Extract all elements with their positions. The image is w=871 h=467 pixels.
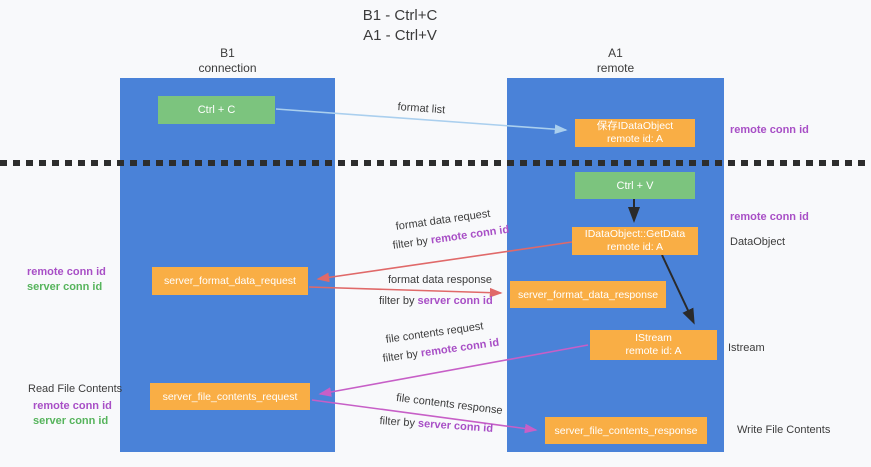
dataobject-annotation: DataObject (730, 236, 786, 248)
istream-line1: IStream (635, 331, 672, 344)
save-dataobject-node: 保存IDataObject remote id: A (575, 119, 695, 147)
save-dataobject-line1: 保存IDataObject (596, 119, 674, 132)
filter-by-text: filter by (379, 295, 418, 307)
ctrl-c-node: Ctrl + C (158, 96, 275, 124)
istream-node: IStream remote id: A (590, 330, 717, 360)
file-request-label: server_file_contents_request (162, 390, 298, 403)
filter-by-text: filter by (392, 234, 432, 252)
filter-by-text: filter by (379, 415, 419, 430)
filter-by-text: filter by (382, 347, 422, 365)
server-conn-id-text: server conn id (417, 417, 494, 435)
format-list-label: format list (397, 101, 446, 117)
format-response-node: server_format_data_response (510, 281, 666, 308)
format-response-filter-label: filter by server conn id (379, 295, 493, 307)
right-remote-conn-id-2: remote conn id (730, 211, 809, 223)
file-response-node: server_file_contents_response (545, 417, 707, 444)
getdata-node: IDataObject::GetData remote id: A (572, 227, 698, 255)
write-file-contents-annotation: Write File Contents (737, 424, 831, 436)
format-data-response-label: format data response (388, 274, 492, 286)
format-request-node: server_format_data_request (152, 267, 308, 295)
phase-divider-dashed-line (0, 160, 871, 166)
right-remote-conn-id-1: remote conn id (730, 124, 809, 136)
remote-conn-id-text: remote conn id (430, 223, 510, 247)
server-conn-id-text: server conn id (417, 295, 493, 307)
right-lane-header: A1 remote (507, 46, 724, 76)
right-lane-title: A1 (608, 46, 623, 60)
file-contents-response-label: file contents response (395, 392, 504, 417)
title-line-2: A1 - Ctrl+V (363, 26, 437, 44)
ctrl-c-label: Ctrl + C (197, 104, 236, 116)
format-response-arrow (308, 286, 503, 298)
left-remote-conn-id-1: remote conn id (27, 266, 106, 278)
left-server-conn-id-2: server conn id (33, 415, 109, 427)
remote-conn-id-text: remote conn id (420, 336, 500, 360)
format-response-label: server_format_data_response (517, 288, 659, 301)
getdata-line1: IDataObject::GetData (584, 227, 686, 240)
istream-annotation: Istream (728, 342, 765, 354)
left-lane-header: B1 connection (120, 46, 335, 76)
save-dataobject-line2: remote id: A (606, 133, 664, 145)
right-lane-subtitle: remote (596, 61, 635, 75)
left-remote-conn-id-2: remote conn id (33, 400, 112, 412)
file-request-node: server_file_contents_request (150, 383, 310, 410)
format-request-label: server_format_data_request (164, 275, 296, 287)
ctrl-v-label: Ctrl + V (616, 179, 654, 192)
file-response-filter-label: filter by server conn id (379, 415, 493, 435)
diagram-title: B1 - Ctrl+C A1 - Ctrl+V (250, 6, 550, 46)
ctrl-v-node: Ctrl + V (575, 172, 695, 199)
left-server-conn-id-1: server conn id (27, 281, 103, 293)
getdata-line2: remote id: A (606, 241, 664, 253)
read-file-contents-annotation: Read File Contents (28, 383, 123, 395)
file-response-label: server_file_contents_response (554, 424, 698, 437)
title-line-1: B1 - Ctrl+C (362, 7, 438, 24)
left-lane-title: B1 (220, 46, 235, 60)
left-lane-subtitle: connection (198, 61, 257, 75)
istream-line2: remote id: A (625, 345, 682, 357)
